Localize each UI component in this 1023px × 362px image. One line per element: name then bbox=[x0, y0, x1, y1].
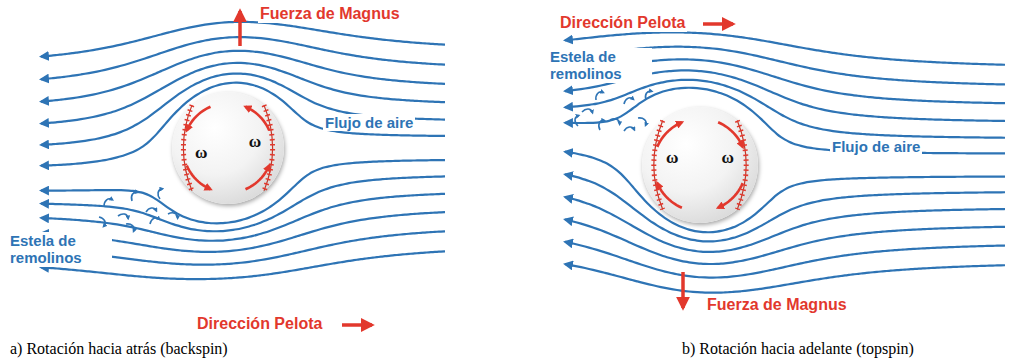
rotation-arrow bbox=[657, 122, 682, 147]
wake-eddy bbox=[573, 115, 581, 126]
streamline bbox=[565, 88, 1005, 154]
magnus-arrow bbox=[681, 272, 685, 308]
angular-velocity-symbol: ω bbox=[666, 148, 678, 165]
panel-caption: a) Rotación hacia atrás (backspin) bbox=[8, 340, 230, 358]
baseball: ωω bbox=[642, 107, 758, 223]
wake-eddy bbox=[643, 90, 654, 100]
seam bbox=[737, 121, 746, 210]
wake-eddy bbox=[623, 97, 634, 104]
wake-eddy bbox=[168, 210, 179, 220]
baseball: ωω bbox=[172, 92, 284, 204]
wake-eddy bbox=[596, 119, 606, 130]
wake-eddy bbox=[102, 198, 113, 206]
wake-label: Estela de remolinos bbox=[8, 232, 112, 267]
seam bbox=[654, 121, 663, 210]
direction-arrow bbox=[342, 323, 372, 327]
stitches bbox=[264, 105, 273, 191]
wake-eddy bbox=[582, 107, 593, 115]
angular-velocity-symbol: ω bbox=[722, 148, 734, 165]
streamline bbox=[565, 220, 1005, 264]
airflow-label: Flujo de aire bbox=[323, 114, 415, 131]
wake-label: Estela de remolinos bbox=[548, 48, 652, 83]
rotation-arrow bbox=[657, 183, 682, 208]
streamline bbox=[565, 264, 1005, 293]
stitches bbox=[183, 105, 192, 191]
stitches bbox=[654, 121, 663, 210]
direction-label: Dirección Pelota bbox=[558, 14, 687, 32]
streamline bbox=[565, 152, 1005, 233]
wake-eddy bbox=[149, 217, 160, 224]
force-label: Fuerza de Magnus bbox=[705, 296, 849, 314]
streamlines bbox=[41, 22, 1005, 293]
stitches bbox=[737, 121, 746, 210]
streamline bbox=[565, 242, 1005, 278]
rotation-arrow bbox=[246, 166, 270, 190]
rotation-arrow bbox=[718, 183, 743, 208]
ball-drawing bbox=[172, 92, 284, 204]
direction-label: Dirección Pelota bbox=[195, 315, 324, 333]
wake-eddy bbox=[610, 116, 621, 126]
rotation-arrow bbox=[718, 122, 743, 147]
wake-eddy bbox=[126, 221, 135, 232]
direction-arrow bbox=[703, 22, 733, 26]
angular-velocity-symbol: ω bbox=[249, 133, 261, 150]
wake-eddy bbox=[638, 115, 647, 126]
rotation-arrow bbox=[187, 166, 211, 190]
wake-eddy bbox=[129, 191, 140, 201]
wake-eddies bbox=[99, 90, 654, 233]
magnus-arrow bbox=[238, 11, 242, 46]
angular-velocity-symbol: ω bbox=[195, 144, 207, 161]
seam bbox=[183, 105, 192, 191]
wake-eddy bbox=[99, 216, 106, 227]
wake-eddy bbox=[118, 212, 129, 221]
airflow-label: Flujo de aire bbox=[830, 138, 922, 155]
wake-eddy bbox=[146, 207, 157, 214]
wake-eddy bbox=[156, 188, 165, 199]
rotation-arrow bbox=[187, 107, 211, 131]
wake-eddy bbox=[624, 126, 635, 133]
panel-caption: b) Rotación hacia adelante (topspin) bbox=[680, 340, 916, 358]
wake-eddy bbox=[593, 91, 604, 100]
seam bbox=[264, 105, 273, 191]
rotation-arrow bbox=[246, 107, 270, 131]
force-label: Fuerza de Magnus bbox=[258, 5, 402, 23]
ball-drawing bbox=[642, 107, 758, 223]
